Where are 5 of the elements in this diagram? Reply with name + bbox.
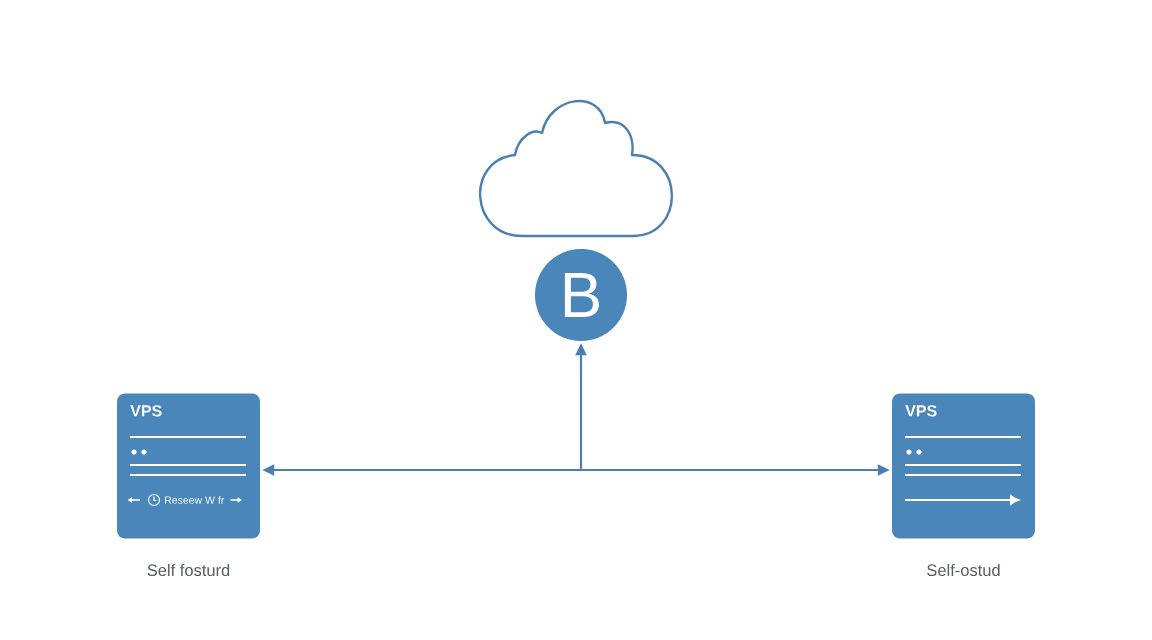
- caption: Self-ostud: [927, 563, 1000, 577]
- caption: Self fosturd: [147, 563, 230, 577]
- server-box: VPS Reseew W fr: [117, 393, 260, 539]
- server-box: VPS: [892, 393, 1035, 539]
- cloud-shape: [479, 100, 674, 238]
